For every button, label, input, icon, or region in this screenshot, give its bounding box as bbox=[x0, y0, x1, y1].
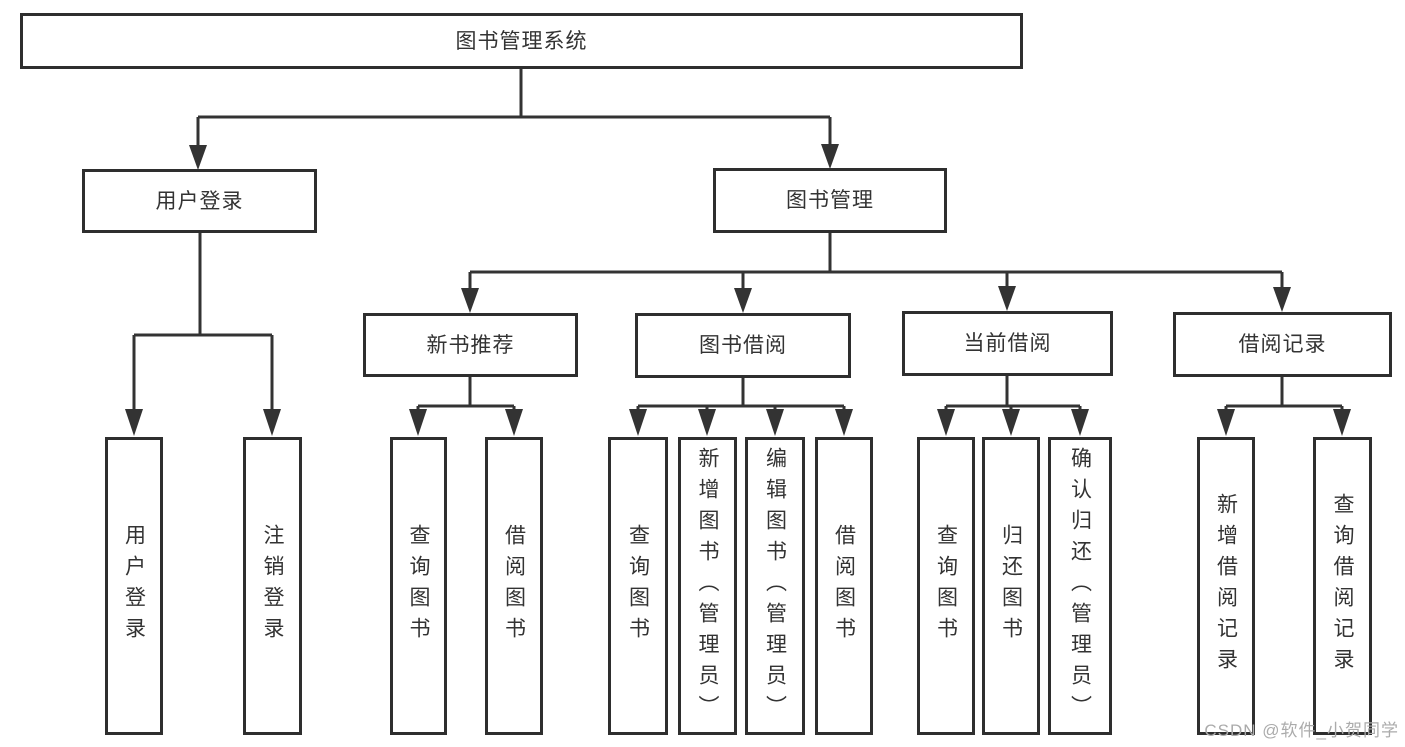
leaf-user-login: 用户登录 bbox=[105, 437, 163, 735]
node-user-login: 用户登录 bbox=[82, 169, 317, 233]
leaf-query-books-3: 查询图书 bbox=[917, 437, 975, 735]
leaf-query-books-1: 查询图书 bbox=[390, 437, 447, 735]
node-borrow-record: 借阅记录 bbox=[1173, 312, 1392, 377]
leaf-return-books: 归还图书 bbox=[982, 437, 1040, 735]
node-book-borrow: 图书借阅 bbox=[635, 313, 851, 378]
leaf-query-books-2: 查询图书 bbox=[608, 437, 668, 735]
node-library-management-system: 图书管理系统 bbox=[20, 13, 1023, 69]
leaf-add-books-admin: 新增图书（管理员） bbox=[678, 437, 737, 735]
csdn-watermark: CSDN @软件_小贺同学 bbox=[1204, 721, 1399, 740]
leaf-logout: 注销登录 bbox=[243, 437, 302, 735]
node-new-book-recommend: 新书推荐 bbox=[363, 313, 578, 377]
leaf-edit-books-admin: 编辑图书（管理员） bbox=[745, 437, 805, 735]
node-book-management: 图书管理 bbox=[713, 168, 947, 233]
leaf-borrow-books-2: 借阅图书 bbox=[815, 437, 873, 735]
leaf-borrow-books-1: 借阅图书 bbox=[485, 437, 543, 735]
leaf-add-borrow-record: 新增借阅记录 bbox=[1197, 437, 1255, 735]
leaf-query-borrow-record: 查询借阅记录 bbox=[1313, 437, 1372, 735]
leaf-confirm-return-admin: 确认归还（管理员） bbox=[1048, 437, 1112, 735]
node-current-borrow: 当前借阅 bbox=[902, 311, 1113, 376]
